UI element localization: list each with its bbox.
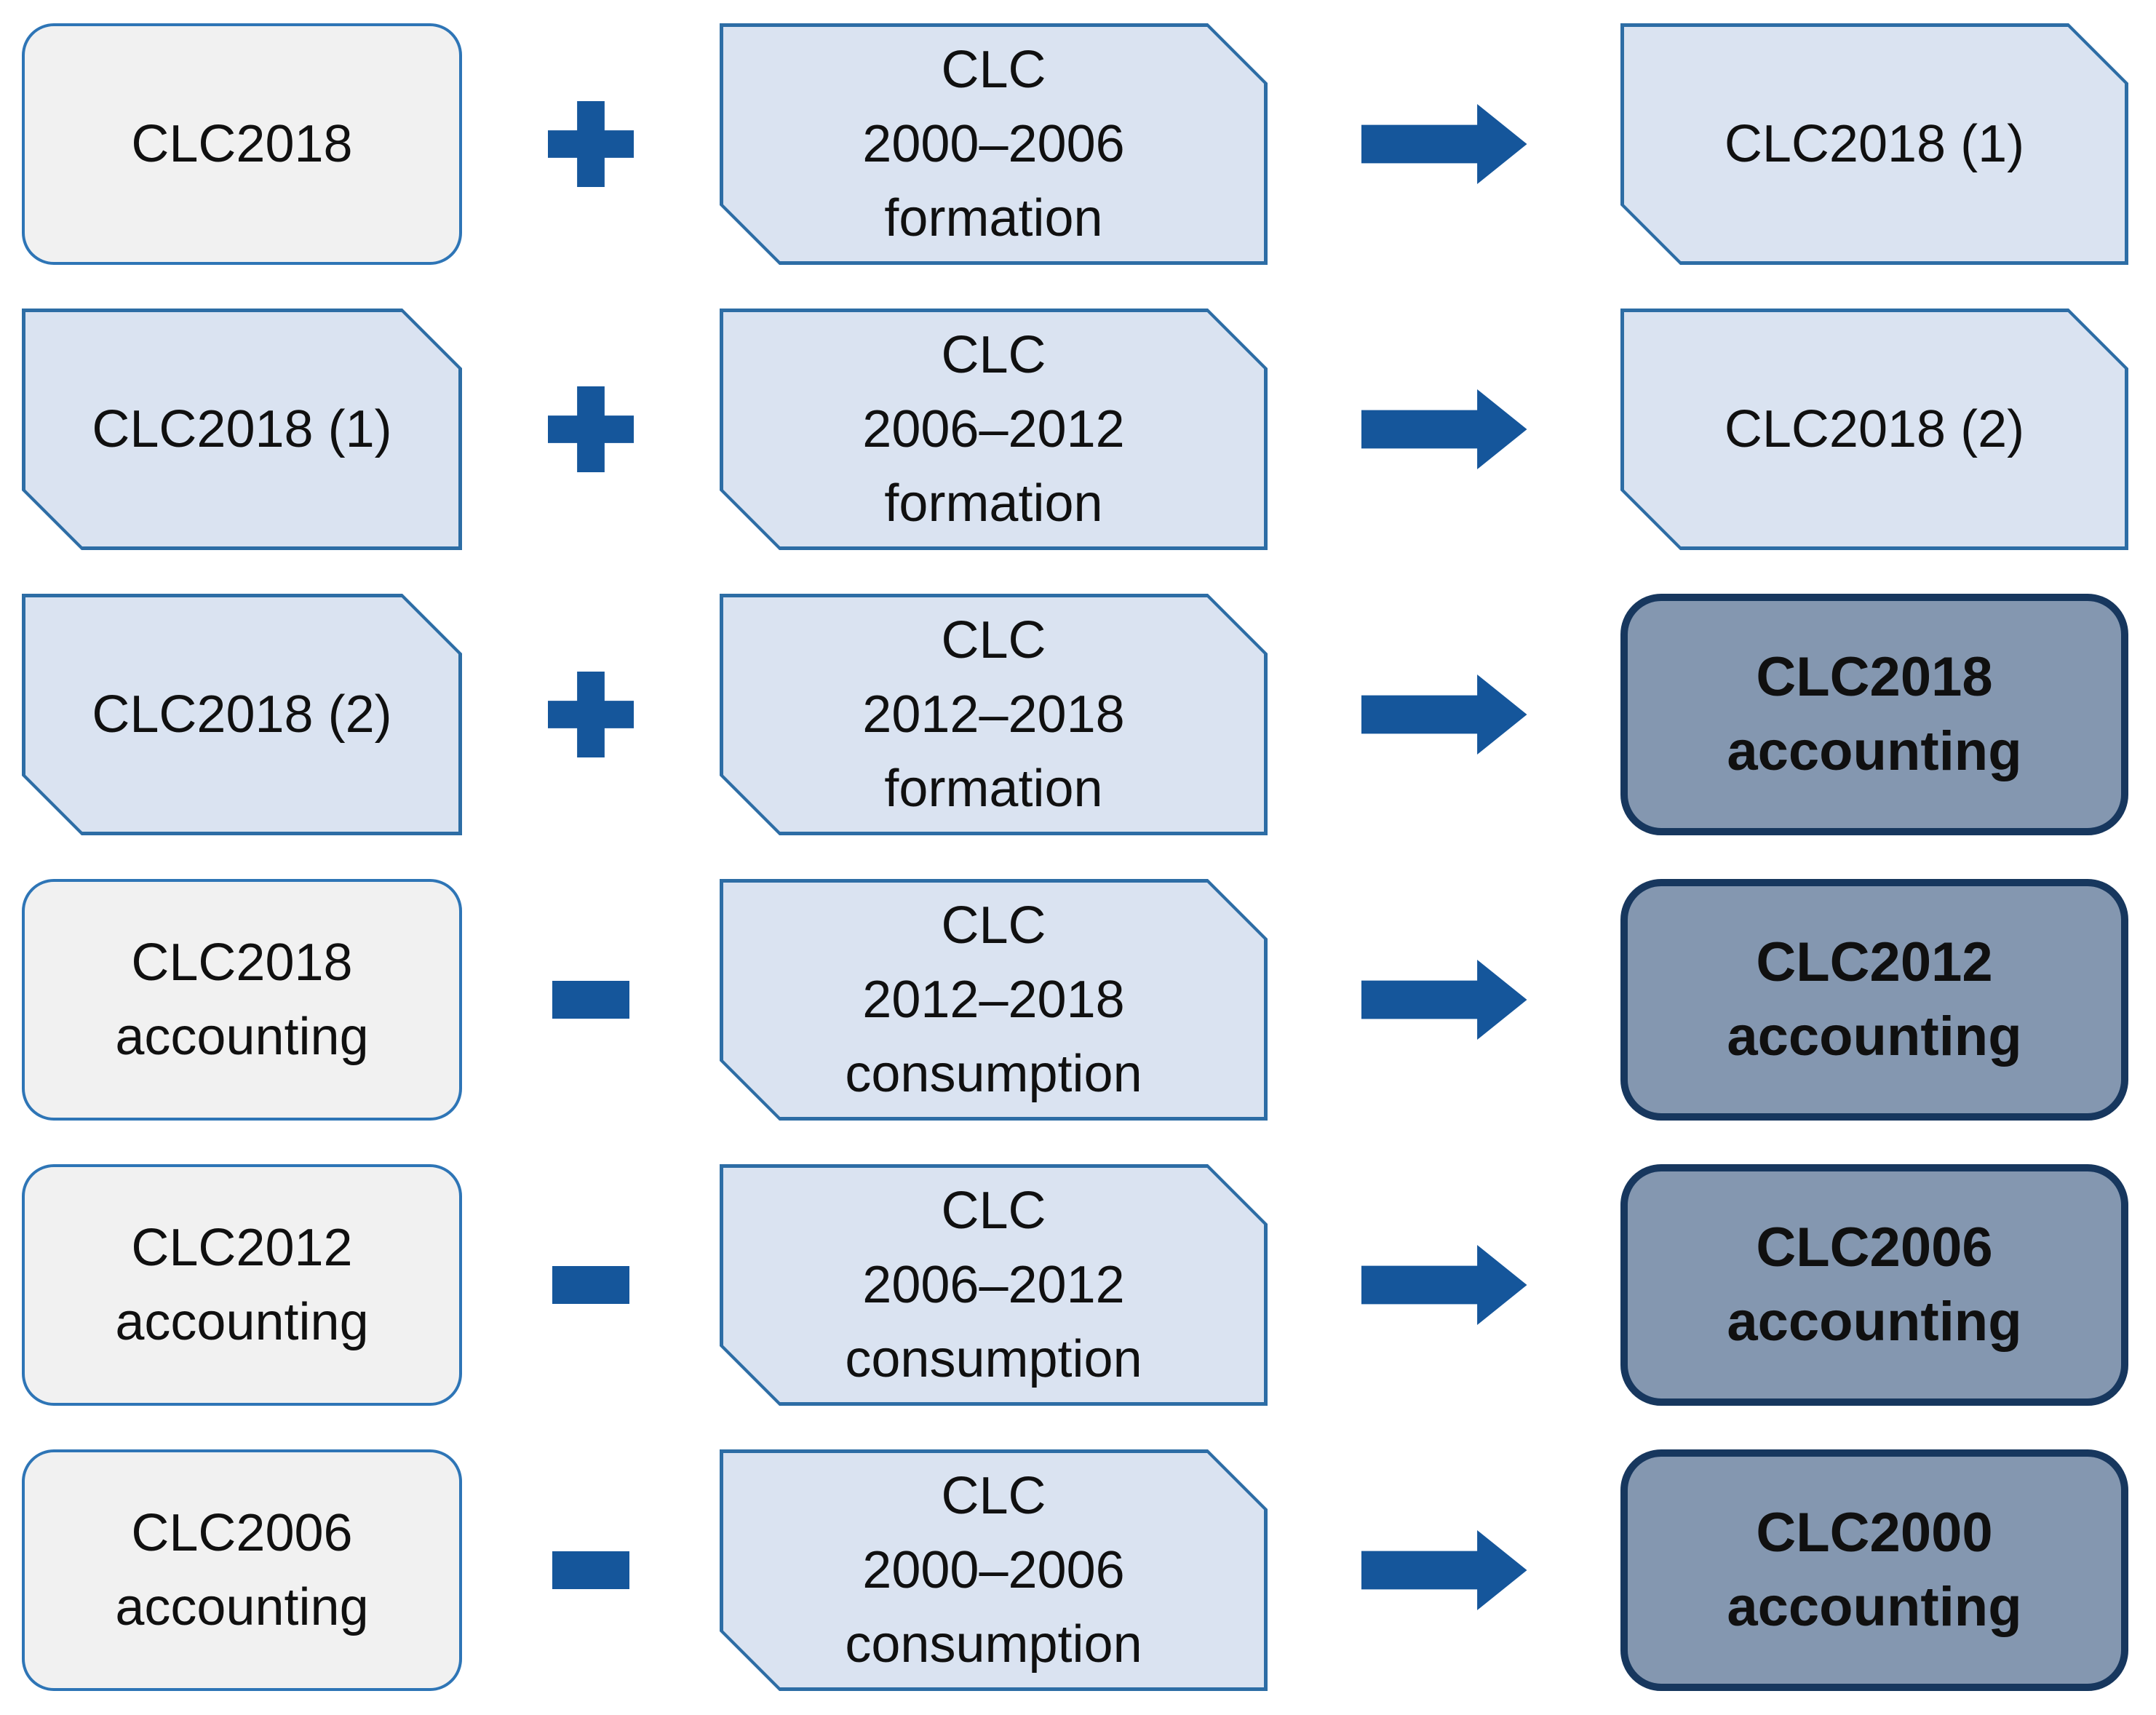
box-clc-2000-2006-consumption: CLC 2000–2006 consumption <box>720 1449 1268 1691</box>
row5-arrow-cell <box>1268 1142 1620 1428</box>
row2-right-cell: CLC2018 (2) <box>1620 287 2128 572</box>
row4-right-cell: CLC2012 accounting <box>1620 857 2128 1142</box>
box-clc-2012-2018-formation-label: CLC 2012–2018 formation <box>862 611 1125 818</box>
box-clc2018-1-result-label: CLC2018 (1) <box>1724 115 2025 173</box>
row4-left-cell: CLC2018 accounting <box>22 857 462 1142</box>
minus-icon <box>552 1266 629 1304</box>
box-clc2018-accounting-label: CLC2018 accounting <box>115 934 369 1066</box>
box-clc2018: CLC2018 <box>22 23 462 265</box>
row6-right-cell: CLC2000 accounting <box>1620 1428 2128 1713</box>
row2-operator-cell <box>462 287 720 572</box>
arrow-right-icon <box>1361 960 1527 1040</box>
arrow-right-icon <box>1361 1530 1527 1610</box>
box-clc-2000-2006-consumption-label: CLC 2000–2006 consumption <box>845 1467 1142 1674</box>
row5-left-cell: CLC2012 accounting <box>22 1142 462 1428</box>
box-clc2012-accounting-label: CLC2012 accounting <box>115 1219 369 1351</box>
row2-left-cell: CLC2018 (1) <box>22 287 462 572</box>
row1-left-cell: CLC2018 <box>22 1 462 287</box>
box-clc-2012-2018-consumption: CLC 2012–2018 consumption <box>720 879 1268 1121</box>
arrow-right-icon <box>1361 104 1527 184</box>
minus-icon <box>552 981 629 1019</box>
box-clc2018-1-result: CLC2018 (1) <box>1620 23 2128 265</box>
row4-operator-cell <box>462 857 720 1142</box>
arrow-right-icon <box>1361 675 1527 755</box>
row2-middle-cell: CLC 2006–2012 formation <box>720 287 1268 572</box>
box-clc-2006-2012-formation: CLC 2006–2012 formation <box>720 309 1268 550</box>
box-clc2018-1-label: CLC2018 (1) <box>92 400 392 458</box>
box-clc2012-accounting: CLC2012 accounting <box>22 1164 462 1406</box>
arrow-right-icon <box>1361 1245 1527 1325</box>
row6-middle-cell: CLC 2000–2006 consumption <box>720 1428 1268 1713</box>
row1-operator-cell <box>462 1 720 287</box>
box-clc-2006-2012-formation-label: CLC 2006–2012 formation <box>862 326 1125 533</box>
box-clc-2012-2018-formation: CLC 2012–2018 formation <box>720 594 1268 835</box>
arrow-right-icon <box>1361 389 1527 469</box>
box-clc2018-label: CLC2018 <box>131 115 353 173</box>
box-clc2006-accounting-result-label: CLC2006 accounting <box>1727 1217 2022 1353</box>
box-clc2012-accounting-result: CLC2012 accounting <box>1620 879 2128 1121</box>
row5-middle-cell: CLC 2006–2012 consumption <box>720 1142 1268 1428</box>
box-clc-2006-2012-consumption-label: CLC 2006–2012 consumption <box>845 1182 1142 1388</box>
plus-icon <box>548 101 634 187</box>
row5-operator-cell <box>462 1142 720 1428</box>
row3-operator-cell <box>462 572 720 857</box>
box-clc2018-accounting-result: CLC2018 accounting <box>1620 594 2128 835</box>
box-clc2018-accounting: CLC2018 accounting <box>22 879 462 1121</box>
box-clc2018-2-result-label: CLC2018 (2) <box>1724 400 2025 458</box>
box-clc2000-accounting-result-label: CLC2000 accounting <box>1727 1502 2022 1638</box>
box-clc2018-1: CLC2018 (1) <box>22 309 462 550</box>
box-clc2006-accounting: CLC2006 accounting <box>22 1449 462 1691</box>
box-clc-2000-2006-formation: CLC 2000–2006 formation <box>720 23 1268 265</box>
box-clc2018-2-result: CLC2018 (2) <box>1620 309 2128 550</box>
plus-icon <box>548 386 634 472</box>
row3-arrow-cell <box>1268 572 1620 857</box>
box-clc-2012-2018-consumption-label: CLC 2012–2018 consumption <box>845 896 1142 1103</box>
plus-icon <box>548 672 634 757</box>
row3-left-cell: CLC2018 (2) <box>22 572 462 857</box>
row6-left-cell: CLC2006 accounting <box>22 1428 462 1713</box>
box-clc-2006-2012-consumption: CLC 2006–2012 consumption <box>720 1164 1268 1406</box>
row1-right-cell: CLC2018 (1) <box>1620 1 2128 287</box>
row4-arrow-cell <box>1268 857 1620 1142</box>
row5-right-cell: CLC2006 accounting <box>1620 1142 2128 1428</box>
box-clc2018-2: CLC2018 (2) <box>22 594 462 835</box>
row2-arrow-cell <box>1268 287 1620 572</box>
row6-operator-cell <box>462 1428 720 1713</box>
box-clc2000-accounting-result: CLC2000 accounting <box>1620 1449 2128 1691</box>
row1-middle-cell: CLC 2000–2006 formation <box>720 1 1268 287</box>
box-clc2018-2-label: CLC2018 (2) <box>92 685 392 744</box>
box-clc2006-accounting-result: CLC2006 accounting <box>1620 1164 2128 1406</box>
row6-arrow-cell <box>1268 1428 1620 1713</box>
row3-middle-cell: CLC 2012–2018 formation <box>720 572 1268 857</box>
box-clc-2000-2006-formation-label: CLC 2000–2006 formation <box>862 41 1125 247</box>
row1-arrow-cell <box>1268 1 1620 287</box>
row3-right-cell: CLC2018 accounting <box>1620 572 2128 857</box>
row4-middle-cell: CLC 2012–2018 consumption <box>720 857 1268 1142</box>
box-clc2006-accounting-label: CLC2006 accounting <box>115 1504 369 1636</box>
box-clc2012-accounting-result-label: CLC2012 accounting <box>1727 931 2022 1067</box>
box-clc2018-accounting-result-label: CLC2018 accounting <box>1727 646 2022 782</box>
minus-icon <box>552 1551 629 1589</box>
